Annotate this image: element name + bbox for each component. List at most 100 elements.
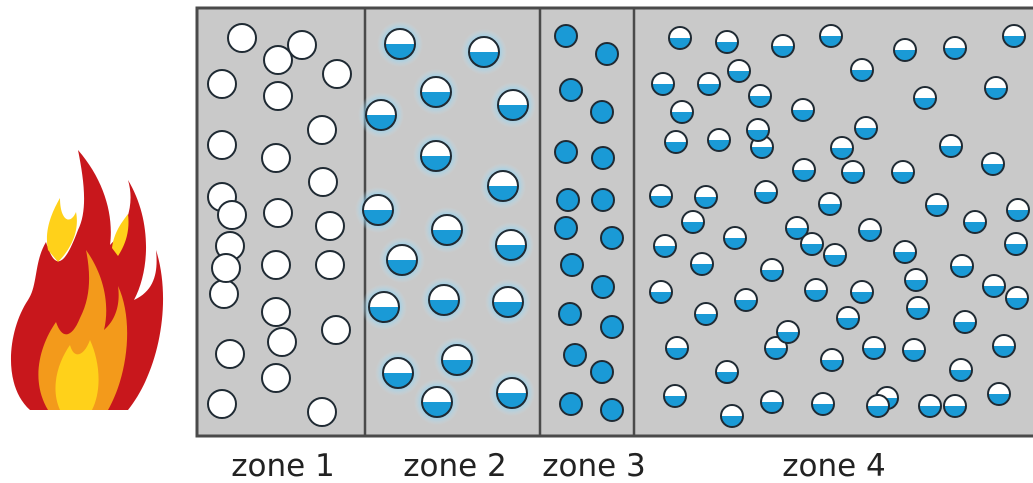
zone-4-particle: [953, 310, 977, 334]
zone-4-particle: [727, 59, 751, 83]
zone-4-particle: [792, 158, 816, 182]
zone-1-particle: [211, 253, 241, 283]
zone-4-particle: [670, 100, 694, 124]
zone-2-particle: [413, 133, 459, 179]
zone-4-particle: [649, 280, 673, 304]
zone-4-particle: [694, 185, 718, 209]
zone-4-particle: [913, 86, 937, 110]
zone-4-particle: [1004, 232, 1028, 256]
zone-4-particle: [690, 252, 714, 276]
zone-4-particle: [748, 84, 772, 108]
zone-4-particle: [854, 116, 878, 140]
zone-4-particle: [760, 390, 784, 414]
zone-1-particle: [315, 250, 345, 280]
zone-4-particle: [818, 192, 842, 216]
zone-4-particle: [764, 336, 788, 360]
zone-3-particle: [600, 226, 624, 250]
zone-4-particle: [963, 210, 987, 234]
zone-3-particle: [591, 275, 615, 299]
zone-4-particle: [771, 34, 795, 58]
zone-4-particle: [841, 160, 865, 184]
zone-4-particle: [791, 98, 815, 122]
zone-4-particle: [891, 160, 915, 184]
zone-3-particle: [560, 253, 584, 277]
zone-4-particle: [830, 136, 854, 160]
zone-4-particle: [819, 24, 843, 48]
zone-2-particle: [489, 370, 535, 416]
zone-3-particle: [554, 24, 578, 48]
zone-2-particle: [379, 237, 425, 283]
zone-4-particle: [943, 36, 967, 60]
zone-2-particle: [421, 277, 467, 323]
zone-1-particle: [308, 167, 338, 197]
zone-1-particle: [207, 130, 237, 160]
zone-1-particle: [261, 250, 291, 280]
zone-4-particle: [649, 184, 673, 208]
zone-3-particle: [556, 188, 580, 212]
zone-3-particle: [590, 100, 614, 124]
zone-4-particle: [850, 58, 874, 82]
zone-1-particle: [307, 397, 337, 427]
zone-1-particle: [261, 297, 291, 327]
zone-4-particle: [820, 348, 844, 372]
zone-3-label: zone 3: [542, 448, 646, 483]
zone-4-particle: [850, 280, 874, 304]
zone-4-particle: [653, 234, 677, 258]
zone-4-particle: [811, 392, 835, 416]
zone-1-particle: [207, 389, 237, 419]
zone-4-particle: [804, 278, 828, 302]
zone-3-particle: [595, 42, 619, 66]
zone-1-particle: [267, 327, 297, 357]
zone-4-particle: [723, 226, 747, 250]
zone-1-particle: [263, 81, 293, 111]
zone-4-particle: [663, 384, 687, 408]
zone-4-particle: [668, 26, 692, 50]
zone-2-particle: [355, 187, 401, 233]
zone-4-label: zone 4: [782, 448, 886, 483]
zone-4-particle: [949, 358, 973, 382]
zone-2-particle: [434, 337, 480, 383]
zone-4-particle: [651, 72, 675, 96]
zone-4-particle: [694, 302, 718, 326]
zone-3-particle: [563, 343, 587, 367]
zone-3-particle: [554, 216, 578, 240]
zone-3-particle: [558, 302, 582, 326]
zone-1-particle: [207, 69, 237, 99]
zone-2-particle: [461, 29, 507, 75]
zone-4-particle: [746, 118, 770, 142]
zone-4-particle: [760, 258, 784, 282]
zone-4-particle: [939, 134, 963, 158]
zone-2-particle: [375, 350, 421, 396]
zone-4-particle: [720, 404, 744, 428]
zone-1-particle: [307, 115, 337, 145]
zone-4-particle: [715, 360, 739, 384]
zone-4-particle: [697, 72, 721, 96]
zone-4-particle: [981, 152, 1005, 176]
zone-3-particle: [559, 392, 583, 416]
zone-4-particle: [665, 336, 689, 360]
zone-4-particle: [823, 243, 847, 267]
zone-4-particle: [1002, 24, 1026, 48]
zone-1-particle: [227, 23, 257, 53]
zone-1-particle: [322, 59, 352, 89]
zone-4-particle: [785, 216, 809, 240]
zone-1-particle: [263, 45, 293, 75]
zone-1-particle: [321, 315, 351, 345]
zone-3-particle: [590, 360, 614, 384]
zone-2-particle: [424, 207, 470, 253]
zone-4-particle: [734, 288, 758, 312]
zone-4-particle: [893, 38, 917, 62]
zone-4-particle: [681, 210, 705, 234]
zone-1-particle: [263, 198, 293, 228]
zone-4-particle: [906, 296, 930, 320]
zone-3-particle: [591, 146, 615, 170]
zone-2-particle: [377, 21, 423, 67]
zone-3-particle: [591, 188, 615, 212]
zone-4-particle: [902, 338, 926, 362]
zone-4-particle: [918, 394, 942, 418]
zone-1-particle: [209, 279, 239, 309]
zone-1-particle: [217, 200, 247, 230]
zone-2-particle: [361, 284, 407, 330]
zone-4-particle: [950, 254, 974, 278]
